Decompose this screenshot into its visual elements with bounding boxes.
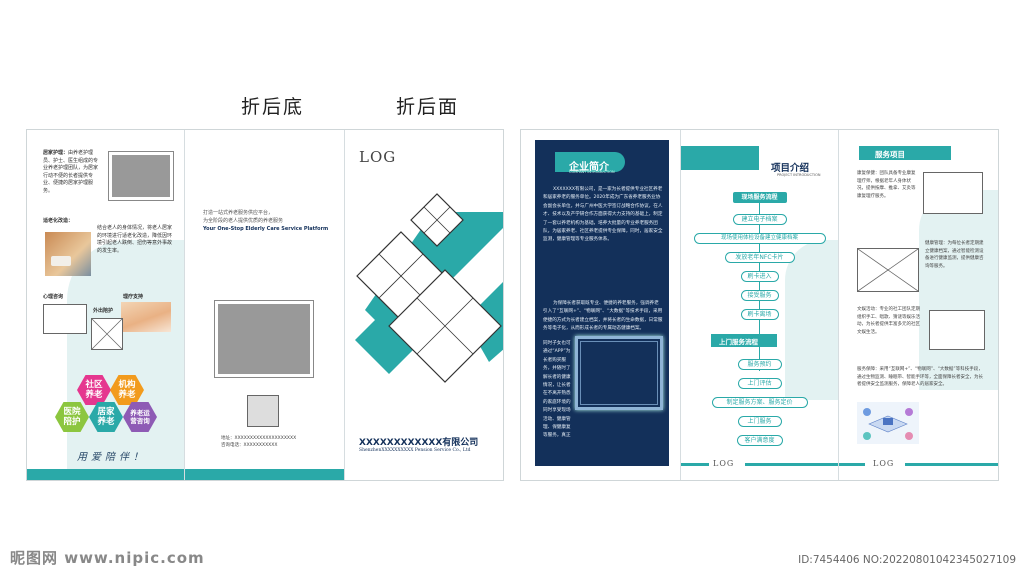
company-para3: 同时子女也可通过“APP”为长者购买服务，并随时了解长者的健康情况，让长者在不离… bbox=[543, 341, 571, 438]
flow2-step: 上门评估 bbox=[737, 378, 782, 389]
addr-label: 地址： bbox=[221, 436, 235, 441]
flow1-step: 接受服务 bbox=[740, 290, 779, 301]
service-item: 康复保健：团队具备专业康复理疗师，根据老年人身体状况，提供按摩、推拿、艾灸等康复… bbox=[857, 171, 916, 199]
bottom-bar bbox=[185, 469, 344, 480]
company-para1: XXXXXXX有限公司，是一家为长者提供专业社区养老和居家养老的服务单位。202… bbox=[543, 187, 663, 243]
service-item: 文娱活动：专业的社工团队定期组织手工、唱歌、猜谜等娱乐活动，为长者提供丰富多元的… bbox=[857, 307, 920, 335]
flow1-line bbox=[759, 203, 760, 371]
aging-block: 适老化改造： bbox=[43, 218, 173, 226]
hex-consult: 养老运 营咨询 bbox=[123, 402, 157, 432]
left-panel-cover: LOG XXXXXXXXXXXX有限公司 ShenzhenXXXXXXXXXX … bbox=[345, 130, 503, 480]
company-name-en: ShenzhenXXXXXXXXXX Pension Service Co., … bbox=[359, 448, 471, 453]
left-sheet: 居家护理：由养老护理员、护士、医生组成的专业养老护理团队，为居家行动不便的长者提… bbox=[26, 129, 504, 481]
service-item: 健康管理：为每位长者定期建立健康档案，通过智能检测设备进行健康监测，提供健康咨询… bbox=[925, 241, 984, 269]
company-para2: 为保障长者获取既专业、便捷的养老服务，强调养老引入了“互联网+”、“物联网”、“… bbox=[543, 301, 663, 332]
address-row: 地址：XXXXXXXXXXXXXXXXXXXX bbox=[221, 436, 296, 443]
footer-logo: LOG bbox=[873, 459, 895, 468]
aging-title: 适老化改造： bbox=[43, 218, 74, 224]
care-block: 居家护理：由养老护理员、护士、医生组成的专业养老护理团队，为居家行动不便的长者提… bbox=[43, 150, 101, 195]
title-tab bbox=[555, 152, 625, 172]
flow2-title-bg bbox=[711, 334, 777, 347]
outing-image bbox=[91, 318, 123, 350]
care-title: 居家护理： bbox=[43, 150, 69, 156]
aging-text: 结合老人的身体情况，将老人居家的环境进行适老化改造，降低因环境引起老人跌倒、扭伤… bbox=[97, 225, 173, 254]
iot-illustration bbox=[857, 402, 919, 444]
left-panel-services: 居家护理：由养老护理员、护士、医生组成的专业养老护理团队，为居家行动不便的长者提… bbox=[27, 130, 185, 480]
physio-photo bbox=[121, 302, 171, 332]
logo-placeholder bbox=[247, 395, 279, 427]
navy-column bbox=[535, 140, 669, 466]
image-placeholder bbox=[857, 248, 919, 292]
slogan: 用爱陪伴！ bbox=[77, 452, 147, 463]
photo-frame bbox=[575, 336, 663, 410]
left-panel-contact: 打造一站式养老服务供应平台， 为全阶段的老人提供优质的养老服务 Your One… bbox=[185, 130, 345, 480]
bg-shape bbox=[67, 240, 184, 480]
outing-label: 外出陪护 bbox=[93, 308, 114, 314]
tel-value: XXXXXXXXXXX bbox=[243, 443, 278, 448]
flow2-step: 上门服务 bbox=[737, 416, 782, 427]
flow1-title: 现场服务流程 bbox=[732, 192, 787, 203]
mental-image bbox=[43, 304, 87, 334]
company-name-cn: XXXXXXXXXXXX有限公司 bbox=[359, 438, 479, 448]
flow1-step: 刷卡进入 bbox=[740, 271, 779, 282]
care-text: 由养老护理员、护士、医生组成的专业养老护理团队，为居家行动不便的长者提供专业、便… bbox=[43, 150, 99, 194]
flow1-step: 建立电子档案 bbox=[732, 214, 787, 225]
tel-row: 咨询电话：XXXXXXXXXXX bbox=[221, 443, 277, 450]
flow1-step: 发放老年NFC卡片 bbox=[724, 252, 795, 263]
slogan-en: Your One-Stop Elderly Care Service Platf… bbox=[203, 226, 329, 232]
services-title-bg bbox=[859, 146, 951, 160]
mental-label: 心理咨询 bbox=[43, 294, 64, 300]
flow1-step: 刷卡离场 bbox=[740, 309, 779, 320]
caption-back-bottom: 折后底 bbox=[241, 96, 305, 118]
teal-block bbox=[681, 146, 759, 170]
project-title: 项目介绍 bbox=[771, 163, 810, 174]
footer-rule bbox=[745, 463, 838, 466]
physio-label: 理疗支持 bbox=[123, 294, 144, 300]
right-panel-company: 企业简介 COMPANY INTRODUCTION XXXXXXX有限公司，是一… bbox=[521, 130, 681, 480]
room-photo bbox=[45, 232, 91, 276]
right-panel-services: 服务项目 康复保健：团队具备专业康复理疗师，根据老年人身体状况，提供按摩、推拿、… bbox=[839, 130, 998, 480]
bg-shape bbox=[785, 240, 838, 400]
right-sheet: 企业简介 COMPANY INTRODUCTION XXXXXXX有限公司，是一… bbox=[520, 129, 999, 481]
addr-value: XXXXXXXXXXXXXXXXXXXX bbox=[234, 436, 297, 441]
slogan-line2: 为全阶段的老人提供优质的养老服务 bbox=[203, 218, 284, 224]
flow2-step: 制定服务方案、服务定价 bbox=[711, 397, 808, 408]
footer-rule bbox=[681, 463, 709, 466]
flow1-step: 现场使用体检设备建立健康档案 bbox=[693, 233, 826, 244]
flow2-step: 客户满意度 bbox=[736, 435, 783, 446]
tel-label: 咨询电话： bbox=[221, 443, 244, 448]
flow2-step: 服务预约 bbox=[737, 359, 782, 370]
image-placeholder bbox=[108, 151, 174, 201]
bottom-bar bbox=[27, 469, 184, 480]
footer-rule bbox=[905, 463, 998, 466]
services-title: 服务项目 bbox=[875, 150, 905, 159]
caption-back-face: 折后面 bbox=[396, 96, 460, 118]
footer-rule bbox=[839, 463, 865, 466]
right-panel-project: 项目介绍 PROJECT INTRODUCTION 现场服务流程 建立电子档案 … bbox=[681, 130, 839, 480]
cover-diamond-graphic bbox=[355, 193, 503, 383]
slogan-line1: 打造一站式养老服务供应平台， bbox=[203, 210, 274, 216]
image-placeholder bbox=[929, 310, 985, 350]
flow2-title: 上门服务流程 bbox=[719, 338, 758, 346]
footer-logo: LOG bbox=[713, 459, 735, 468]
image-placeholder bbox=[923, 172, 983, 214]
watermark-site: 昵图网 www.nipic.com bbox=[10, 549, 205, 567]
bg-shape bbox=[919, 190, 998, 390]
watermark-id: ID:7454406 NO:20220801042345027109 bbox=[798, 554, 1016, 566]
company-subtitle: COMPANY INTRODUCTION bbox=[569, 170, 615, 174]
cover-logo: LOG bbox=[359, 148, 397, 166]
service-item: 服务保障：采用“互联网+”、“物联网”、“大数据”等科技手段，通过生物监测、睡眠… bbox=[857, 367, 983, 388]
project-subtitle: PROJECT INTRODUCTION bbox=[777, 173, 821, 177]
qr-placeholder bbox=[214, 300, 314, 378]
company-title: 企业简介 bbox=[569, 162, 609, 173]
